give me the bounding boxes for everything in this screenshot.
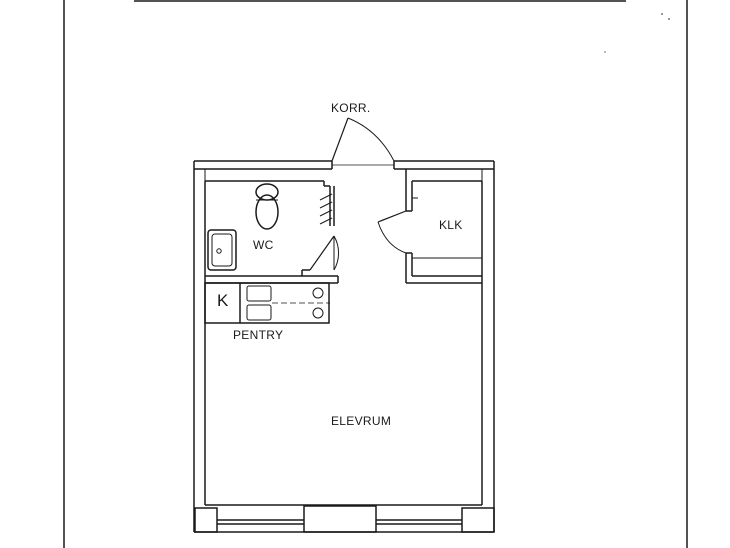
sheet-frame: [63, 0, 688, 548]
room-label-corridor: KORR.: [331, 101, 371, 115]
wc-door: [309, 235, 340, 271]
entry-door: [331, 117, 395, 166]
room-label-main: ELEVRUM: [331, 414, 392, 428]
room-label-wc: WC: [253, 238, 274, 252]
room-label-closet: KLK: [439, 218, 463, 232]
closet-walls: [405, 169, 482, 284]
wc-walls: [205, 180, 339, 284]
closet-door: [377, 210, 407, 254]
kitchen-mark: K: [217, 291, 229, 310]
exterior-walls: [193, 160, 495, 533]
room-label-pantry: PENTRY: [233, 328, 284, 342]
pantry-counter: [204, 282, 330, 324]
wash-basin-icon: [207, 229, 237, 271]
toilet-icon: [255, 183, 279, 230]
